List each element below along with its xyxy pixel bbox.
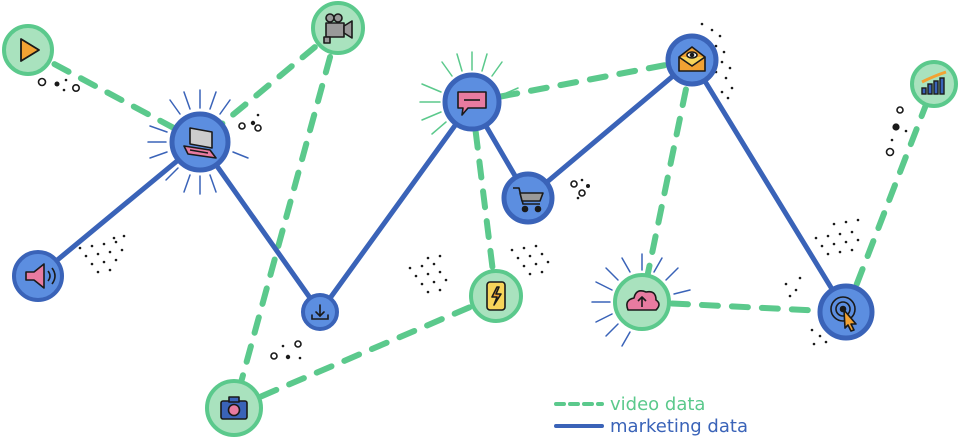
node-bars[interactable] [910, 60, 958, 108]
video-link-chat-phone [469, 99, 499, 299]
camera-icon [220, 396, 248, 420]
smartphone-icon [486, 281, 506, 311]
chat-burst [419, 51, 519, 135]
node-download[interactable] [301, 293, 339, 331]
cloud-upload-icon [626, 290, 660, 311]
cloud-burst [591, 253, 691, 347]
node-laptop[interactable] [169, 111, 231, 173]
node-cart[interactable] [501, 171, 555, 225]
node-megaphone[interactable] [12, 250, 64, 302]
chat-bubble-icon [457, 91, 487, 116]
legend-marketing-label: marketing data [610, 416, 748, 437]
video-camera-icon [323, 13, 353, 44]
video-link-play-laptop [25, 47, 203, 145]
laptop-burst [147, 89, 249, 195]
legend: video data marketing data [554, 394, 748, 437]
node-chat[interactable] [442, 72, 502, 132]
video-link-cloud-click [639, 299, 849, 315]
download-icon [311, 304, 329, 320]
node-photo-camera[interactable] [205, 379, 263, 437]
video-link-videocam-photocam [231, 25, 341, 411]
marketing-link-laptop-download [197, 139, 323, 315]
legend-video-label: video data [610, 394, 705, 415]
email-icon [678, 46, 706, 72]
marketing-link-megaphone-laptop [35, 139, 203, 279]
click-cursor-icon [830, 296, 857, 332]
video-link-chat-mail [469, 57, 695, 105]
shopping-cart-icon [513, 187, 544, 213]
video-link-mail-cloud [639, 57, 695, 305]
node-phone[interactable] [469, 269, 523, 323]
node-mail[interactable] [665, 33, 719, 87]
video-link-photocam-phone [231, 293, 499, 411]
marketing-link-mail-click [689, 57, 849, 315]
megaphone-icon [25, 263, 56, 289]
node-cloud[interactable] [613, 273, 671, 331]
node-click[interactable] [817, 283, 875, 341]
burst-decorations [147, 51, 691, 347]
marketing-link-cart-mail [525, 57, 695, 201]
play-icon [20, 38, 40, 62]
laptop-icon [183, 127, 217, 159]
decorative-dots [37, 22, 908, 360]
video-data-connections [25, 25, 937, 411]
node-video-camera[interactable] [311, 1, 365, 55]
bar-chart-icon [921, 70, 947, 95]
node-play[interactable] [2, 24, 54, 76]
video-link-click-bars [843, 81, 937, 315]
marketing-data-connections [35, 57, 849, 315]
marketing-link-download-chat [317, 99, 475, 315]
